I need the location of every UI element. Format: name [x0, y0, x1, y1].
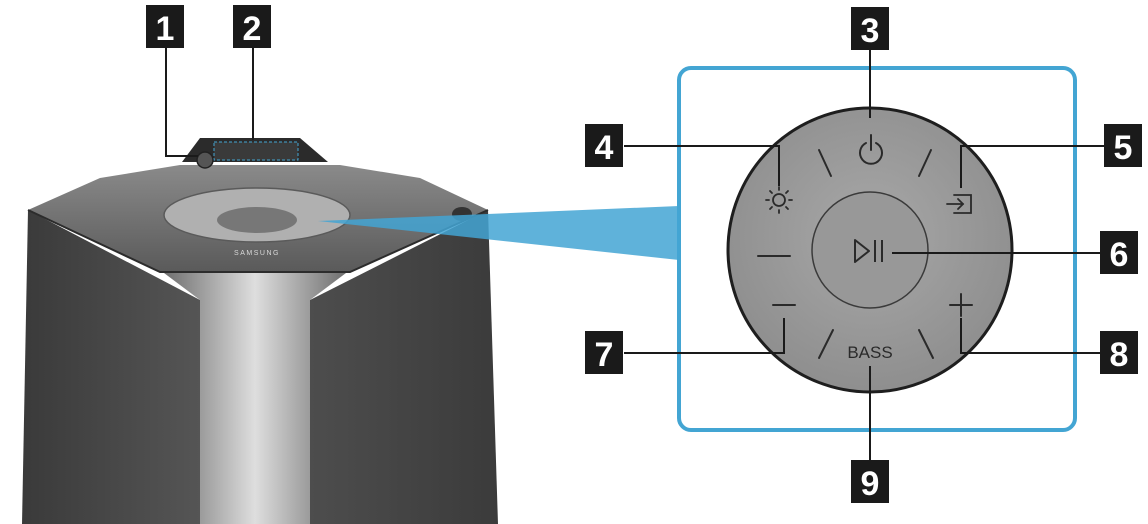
svg-text:4: 4 [595, 129, 614, 167]
brand-label: SAMSUNG [234, 250, 280, 257]
callout-2: 2 [233, 5, 271, 48]
callout-9: 9 [851, 460, 889, 503]
sensor-circle [197, 152, 213, 168]
callout-6: 6 [1100, 231, 1138, 274]
svg-text:9: 9 [861, 465, 880, 503]
svg-text:6: 6 [1110, 236, 1129, 274]
svg-text:5: 5 [1114, 129, 1133, 167]
callout-3: 3 [851, 7, 889, 50]
enlarged-control-panel: BASS [728, 108, 1012, 392]
callout-1: 1 [146, 5, 184, 48]
svg-text:3: 3 [861, 12, 880, 50]
svg-text:1: 1 [156, 10, 175, 48]
callout-4: 4 [585, 124, 623, 167]
callout-8: 8 [1100, 331, 1138, 374]
bass-button[interactable]: BASS [847, 343, 892, 362]
display-window [214, 142, 298, 160]
svg-text:7: 7 [595, 336, 614, 374]
play-pause-button[interactable] [812, 192, 928, 308]
bass-label: BASS [847, 343, 892, 362]
svg-text:2: 2 [243, 10, 262, 48]
callout-7: 7 [585, 331, 623, 374]
svg-text:8: 8 [1110, 336, 1129, 374]
callout-5: 5 [1104, 124, 1142, 167]
speaker-illustration: SAMSUNG [22, 138, 498, 524]
leader-1 [166, 48, 198, 156]
